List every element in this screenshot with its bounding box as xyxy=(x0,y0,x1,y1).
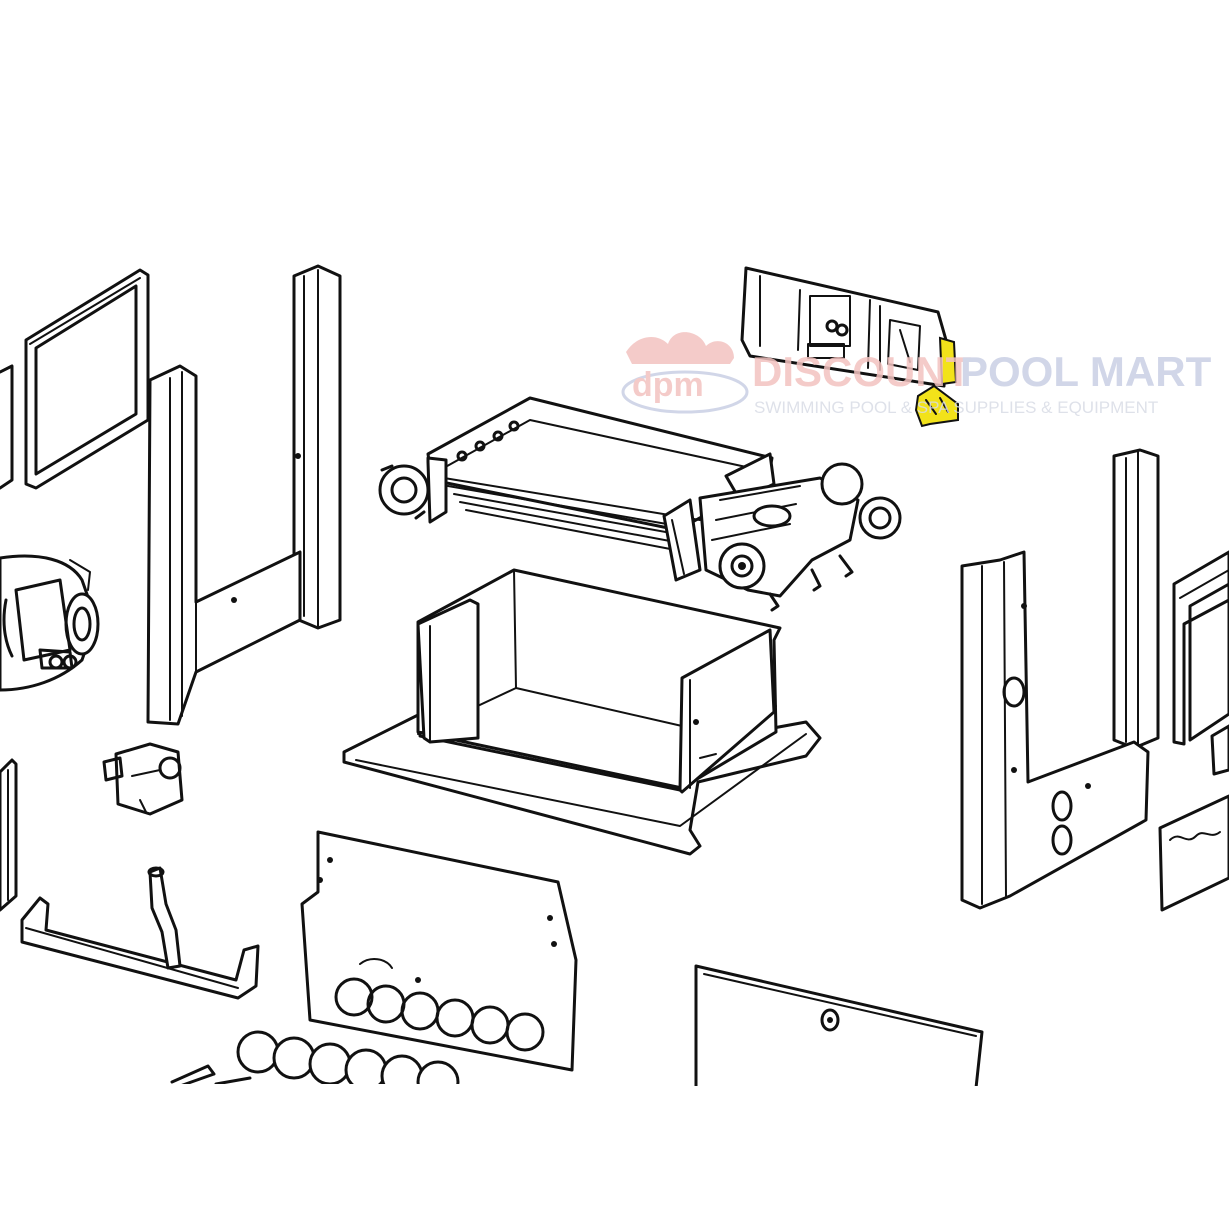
right-rear-post xyxy=(1112,448,1160,750)
gas-valve xyxy=(102,742,184,816)
burner-tray-rail xyxy=(20,866,260,1000)
bottom-margin xyxy=(0,1086,1229,1229)
dpm-logo-letters: dpm xyxy=(632,366,704,404)
left-edge-panel-fragment xyxy=(0,364,14,490)
blower-motor-assembly xyxy=(0,554,100,692)
brand-tagline: SWIMMING POOL & SPA SUPPLIES & EQUIPMENT xyxy=(754,398,1158,417)
front-panel-with-holes xyxy=(300,830,578,1072)
brand-name-discount: DISCOUNT xyxy=(752,348,972,395)
right-u-frame xyxy=(960,550,1150,910)
left-lower-strip xyxy=(0,758,18,912)
right-side-panel xyxy=(1158,550,1229,912)
left-u-frame xyxy=(146,364,302,726)
dpm-watermark: dpm DISCOUNT POOL MART SWIMMING POOL & S… xyxy=(621,332,1212,417)
left-side-panel xyxy=(24,268,150,490)
access-door-panel xyxy=(694,964,984,1090)
inlet-outlet-header xyxy=(698,462,902,612)
dpm-logo: dpm xyxy=(621,332,749,414)
highlighted-flame-sensor[interactable] xyxy=(914,336,959,428)
control-panel-box xyxy=(740,266,948,388)
brand-name-pool-mart: POOL MART xyxy=(960,348,1212,395)
combustion-chamber-base xyxy=(342,568,822,856)
